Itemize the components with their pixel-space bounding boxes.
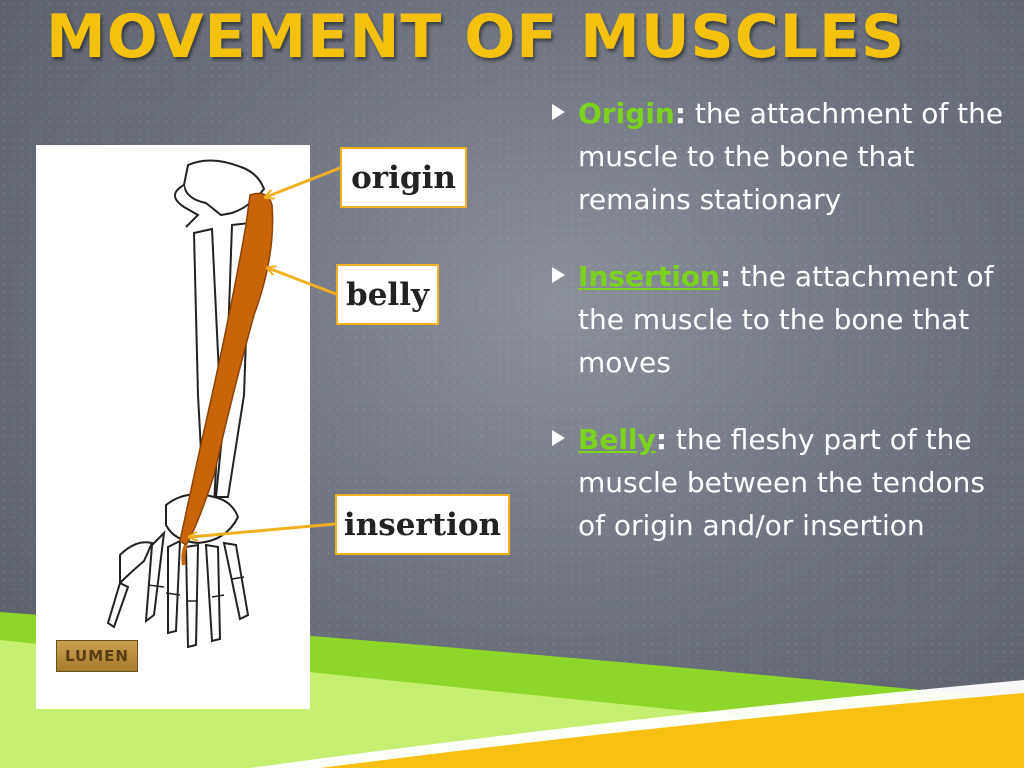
- definition-text: the attachment of the muscle to the bone…: [578, 260, 994, 379]
- term-belly: Belly: [578, 423, 656, 456]
- bullet-arrow-icon: [552, 267, 565, 283]
- term-insertion: Insertion: [578, 260, 720, 293]
- bullet-arrow-icon: [552, 430, 565, 446]
- definition-text: the attachment of the muscle to the bone…: [578, 97, 1004, 216]
- insertion-arrow: [190, 522, 336, 537]
- belly-label: belly: [336, 264, 439, 325]
- definition-origin: Origin: the attachment of the muscle to …: [552, 92, 1020, 221]
- definition-text: the fleshy part of the muscle between th…: [578, 423, 985, 542]
- slide-title: MOVEMENT OF MUSCLES: [46, 2, 906, 72]
- definition-insertion: Insertion: the attachment of the muscle …: [552, 255, 1020, 384]
- term-colon: :: [674, 97, 686, 130]
- forearm-illustration: LUMEN: [36, 145, 310, 709]
- bullet-arrow-icon: [552, 104, 565, 120]
- forearm-bones-drawing: [106, 159, 274, 649]
- definition-belly: Belly: the fleshy part of the muscle bet…: [552, 418, 1020, 547]
- term-colon: :: [719, 260, 732, 293]
- lumen-logo: LUMEN: [56, 640, 138, 672]
- definition-list: Origin: the attachment of the muscle to …: [552, 92, 1020, 581]
- term-origin: Origin: [578, 97, 675, 130]
- term-colon: :: [655, 423, 667, 456]
- origin-arrow: [266, 166, 341, 197]
- insertion-label: insertion: [335, 494, 510, 555]
- belly-arrow: [268, 268, 337, 296]
- origin-label: origin: [340, 147, 467, 208]
- muscle-shape: [179, 192, 274, 547]
